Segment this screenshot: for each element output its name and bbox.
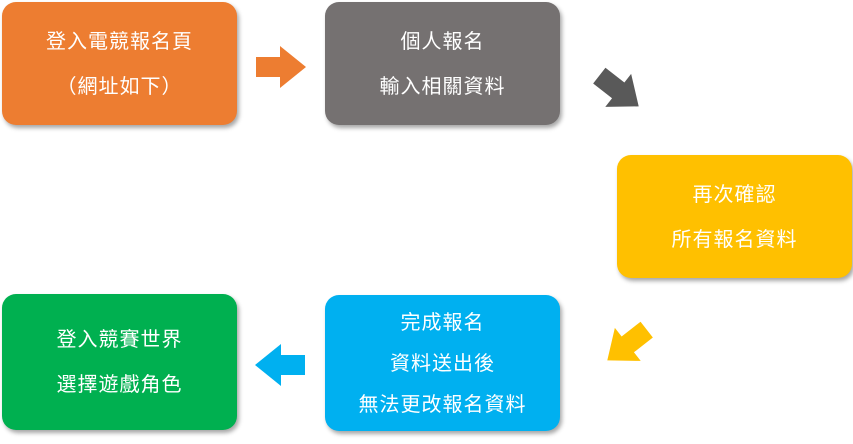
step-2-line-1: 個人報名 bbox=[400, 28, 485, 53]
step-4-complete-registration: 完成報名 資料送出後 無法更改報名資料 bbox=[325, 295, 560, 431]
step-3-line-1: 再次確認 bbox=[692, 181, 777, 206]
arrow-right-icon bbox=[256, 46, 306, 88]
step-5-line-1: 登入競賽世界 bbox=[56, 327, 183, 351]
step-1-line-2: （網址如下） bbox=[56, 73, 183, 98]
step-2-line-2: 輸入相關資料 bbox=[379, 73, 506, 98]
arrow-down-right-icon bbox=[593, 67, 639, 107]
arrow-3-shape bbox=[607, 321, 653, 361]
step-1-line-1: 登入電競報名頁 bbox=[46, 28, 193, 53]
step-1-login-registration-page: 登入電競報名頁 （網址如下） bbox=[2, 2, 237, 125]
step-4-line-3: 無法更改報名資料 bbox=[358, 391, 527, 416]
step-3-confirm-data: 再次確認 所有報名資料 bbox=[617, 155, 852, 278]
step-4-line-1: 完成報名 bbox=[400, 309, 485, 334]
step-4-line-2: 資料送出後 bbox=[390, 350, 495, 375]
arrow-4-shape bbox=[255, 344, 305, 386]
arrow-down-left-icon bbox=[607, 321, 653, 361]
arrow-2-shape bbox=[593, 67, 639, 107]
step-5-line-2: 選擇遊戲角色 bbox=[56, 372, 183, 396]
step-3-line-2: 所有報名資料 bbox=[671, 226, 798, 251]
step-2-personal-registration: 個人報名 輸入相關資料 bbox=[325, 2, 560, 125]
step-5-enter-competition-world: 登入競賽世界 選擇遊戲角色 bbox=[2, 294, 237, 430]
arrow-left-icon bbox=[255, 344, 305, 386]
arrow-1-shape bbox=[256, 46, 306, 88]
